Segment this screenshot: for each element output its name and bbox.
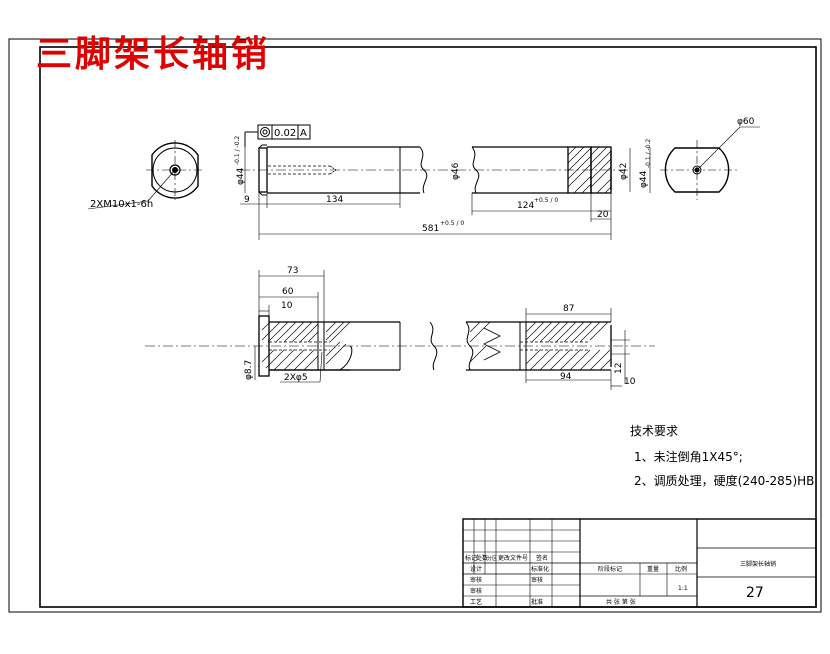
dim-20: 20: [597, 210, 609, 220]
drawing-title: 三脚架长轴销: [36, 33, 271, 75]
dim-phi44-left-tol: -0.1 / -0.2: [234, 136, 241, 165]
tb-mark: 标记: [465, 554, 477, 562]
dim-581: 581: [422, 224, 439, 234]
dim-94: 94: [560, 372, 572, 382]
top-dimensions: [240, 193, 612, 240]
tb-sheet: 共 张 第 张: [606, 598, 636, 606]
tb-scale-value: 1:1: [678, 585, 688, 592]
right-end-view: [660, 126, 760, 200]
tb-check: 审核: [470, 576, 482, 584]
dim-581-tol: +0.5 / 0: [440, 220, 464, 227]
tb-process: 工艺: [470, 598, 482, 606]
dim-10a: 10: [281, 301, 293, 311]
dim-phi44-right: φ44: [639, 170, 649, 188]
requirement-2: 2、调质处理，硬度(240-285)HB: [634, 473, 814, 488]
flatness-frame: [244, 124, 311, 147]
dim-124: 124: [517, 201, 534, 211]
tb-zone: 分区: [487, 555, 497, 562]
flatness-value: 0.02: [274, 128, 296, 139]
tb-count: 处数: [476, 554, 488, 562]
top-shaft: [240, 144, 630, 196]
tb-sign: 签名: [536, 554, 548, 562]
tb-weight: 重量: [647, 565, 659, 573]
dim-phi8-7: φ8.7: [244, 360, 254, 380]
tb-design: 设计: [470, 565, 482, 573]
tb-stage-mark: 阶段标记: [598, 565, 622, 573]
inner-frame: [39, 46, 817, 608]
dim-134: 134: [326, 195, 343, 205]
tb-review: 审核: [470, 587, 482, 595]
requirement-1: 1、未注倒角1X45°;: [634, 449, 743, 464]
top-view: 2XM10x1-6h: [87, 117, 760, 240]
bottom-view: 73 60 10 87 94 12 10 φ8.7 2Xφ5: [145, 266, 655, 390]
tb-check-2: 审核: [531, 576, 543, 584]
tb-change-no: 更改文件号: [498, 554, 528, 562]
dim-phi46: φ46: [451, 162, 461, 180]
dim-phi44-right-tol: -0.1 / -0.2: [645, 139, 652, 168]
bottom-hatch-right: [469, 321, 612, 371]
dim-9: 9: [244, 195, 250, 205]
tb-standardize: 标准化: [531, 565, 549, 573]
dim-124-tol: +0.5 / 0: [534, 197, 558, 204]
left-end-view: [146, 140, 205, 202]
datum-label: A: [300, 128, 307, 139]
requirements-heading: 技术要求: [630, 424, 678, 438]
bottom-shaft: [145, 315, 655, 377]
dim-phi44-left: φ44: [236, 167, 246, 185]
technical-requirements: 技术要求 1、未注倒角1X45°; 2、调质处理，硬度(240-285)HB: [630, 424, 814, 488]
outer-frame: [8, 38, 822, 613]
dim-phi60: φ60: [737, 117, 755, 127]
bottom-hatch-left: [261, 321, 351, 371]
dim-10b: 10: [624, 377, 636, 387]
tb-number: 27: [746, 585, 764, 601]
dim-60: 60: [282, 287, 294, 297]
dim-73: 73: [287, 266, 298, 276]
bottom-dimensions: [254, 270, 630, 390]
tb-part-name: 三脚架长轴销: [740, 560, 776, 568]
title-block: [462, 518, 817, 608]
dim-phi42: φ42: [619, 163, 629, 180]
tb-scale: 比例: [675, 565, 687, 573]
top-hatch: [567, 146, 612, 194]
dim-12: 12: [614, 363, 624, 374]
tb-approve: 批准: [531, 598, 543, 606]
dim-holes: 2Xφ5: [284, 373, 308, 383]
title-block-text: 标记 处数 分区 更改文件号 签名 设计 审核 审核 工艺 标准化 审核 批准 …: [465, 554, 776, 606]
dim-87: 87: [563, 304, 574, 314]
